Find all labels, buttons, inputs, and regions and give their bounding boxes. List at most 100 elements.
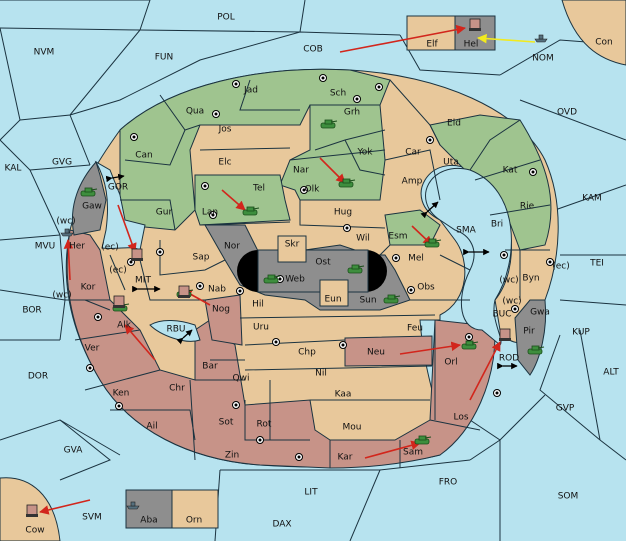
region-rose-southwest bbox=[66, 229, 331, 469]
label-sun: Sun bbox=[359, 296, 376, 306]
label-alt: ALT bbox=[603, 368, 619, 378]
unit-box-icon[interactable] bbox=[131, 248, 143, 261]
label-grh: Grh bbox=[344, 108, 360, 118]
label-sap: Sap bbox=[193, 253, 210, 263]
army-unit-icon[interactable] bbox=[80, 187, 98, 197]
supply-center-dot bbox=[203, 184, 207, 188]
supply-centers bbox=[86, 74, 554, 461]
label-eun: Eun bbox=[324, 295, 341, 305]
label-rot: Rot bbox=[257, 420, 272, 430]
label-bar: Bar bbox=[202, 362, 218, 372]
supply-center-dot bbox=[88, 366, 92, 370]
order-arrow bbox=[63, 239, 74, 281]
supply-center-dot bbox=[321, 76, 325, 80]
label-hel: Hel bbox=[464, 40, 479, 50]
supply-center-dot bbox=[211, 213, 215, 217]
unit-box-icon[interactable] bbox=[499, 328, 511, 341]
order-arrow bbox=[221, 189, 246, 211]
label-alk: Alk bbox=[117, 321, 132, 331]
label-kam: KAM bbox=[582, 194, 602, 204]
label-pir: Pir bbox=[523, 327, 535, 337]
label-dax: DAX bbox=[272, 520, 291, 530]
region-rose-neu bbox=[344, 335, 433, 367]
label-ver: Ver bbox=[85, 344, 100, 354]
supply-center-dot bbox=[214, 112, 218, 116]
unit-box-icon[interactable] bbox=[26, 504, 38, 517]
label-ost: Ost bbox=[315, 258, 331, 268]
order-arrow bbox=[399, 341, 461, 355]
order-arrow bbox=[39, 499, 91, 515]
unit-box-icon[interactable] bbox=[178, 285, 190, 298]
coast-label: (wc) bbox=[52, 291, 71, 301]
province-labels: POL NVM FUN COB Elf Hel NOM Con OVD KAL … bbox=[5, 13, 620, 536]
coast-label: (wc) bbox=[499, 276, 518, 286]
supply-center-dot bbox=[394, 256, 398, 260]
unit-box-icon[interactable] bbox=[469, 18, 481, 31]
label-gur: Gur bbox=[156, 208, 173, 218]
army-unit-icon[interactable] bbox=[424, 238, 442, 248]
province-orn[interactable] bbox=[171, 489, 219, 529]
army-unit-icon[interactable] bbox=[383, 294, 401, 304]
supply-center-dot bbox=[274, 340, 278, 344]
label-ovd: OVD bbox=[557, 108, 577, 118]
supply-center-dot bbox=[428, 138, 432, 142]
coast-label: (ec) bbox=[109, 266, 127, 276]
coast-label: (ec) bbox=[101, 243, 119, 253]
army-unit-icon[interactable] bbox=[320, 119, 338, 129]
unit-box-icon[interactable] bbox=[113, 295, 125, 308]
order-arrow bbox=[339, 24, 466, 53]
label-cow: Cow bbox=[25, 526, 44, 536]
label-lit: LIT bbox=[304, 488, 318, 498]
label-kor: Kor bbox=[81, 283, 96, 293]
fleet-unit-icon[interactable] bbox=[534, 34, 548, 43]
province-eun[interactable] bbox=[319, 279, 349, 307]
army-unit-icon[interactable] bbox=[338, 178, 356, 188]
army-unit-icon[interactable] bbox=[347, 264, 365, 274]
region-rose-nog bbox=[204, 294, 243, 346]
label-mel: Mel bbox=[408, 254, 424, 264]
label-kup: KUP bbox=[572, 328, 590, 338]
army-unit-icon[interactable] bbox=[414, 435, 432, 445]
army-unit-icon[interactable] bbox=[242, 206, 260, 216]
label-orl: Orl bbox=[444, 358, 457, 368]
army-unit-icon[interactable] bbox=[461, 340, 479, 350]
supply-center-dot bbox=[234, 403, 238, 407]
label-sam: Sam bbox=[403, 448, 423, 458]
supply-center-dot bbox=[158, 250, 162, 254]
label-gor: GOR bbox=[108, 183, 128, 193]
label-kaa: Kaa bbox=[335, 390, 352, 400]
label-wil: Wil bbox=[356, 234, 370, 244]
army-unit-icon[interactable] bbox=[263, 274, 281, 284]
label-web: Web bbox=[285, 275, 305, 285]
province-boundaries bbox=[65, 79, 551, 468]
label-amp: Amp bbox=[402, 177, 423, 187]
label-sch: Sch bbox=[330, 89, 346, 99]
label-orn: Orn bbox=[186, 516, 202, 526]
units bbox=[26, 18, 548, 517]
province-gwa[interactable] bbox=[514, 299, 547, 376]
label-elc: Elc bbox=[218, 158, 231, 168]
strait-arrows bbox=[105, 173, 518, 370]
province-skr[interactable] bbox=[277, 235, 307, 263]
label-obs: Obs bbox=[417, 283, 435, 293]
label-olk: Olk bbox=[305, 185, 321, 195]
label-kar: Kar bbox=[338, 453, 353, 463]
supply-center-dot bbox=[238, 289, 242, 293]
coast-label: (ec) bbox=[552, 262, 570, 272]
label-chr: Chr bbox=[169, 384, 185, 394]
label-som: SOM bbox=[558, 492, 579, 502]
region-green-lan bbox=[194, 174, 291, 226]
fleet-unit-icon[interactable] bbox=[60, 228, 74, 237]
label-nor: Nor bbox=[224, 242, 240, 252]
label-ail: Ail bbox=[146, 422, 157, 432]
army-unit-icon[interactable] bbox=[527, 345, 545, 355]
label-gva: GVA bbox=[64, 446, 84, 456]
coast-label: (wc) bbox=[502, 297, 521, 307]
label-her: Her bbox=[69, 242, 85, 252]
province-gaw[interactable] bbox=[71, 161, 107, 236]
label-jos: Jos bbox=[218, 125, 232, 135]
fleet-unit-icon[interactable] bbox=[126, 501, 140, 510]
label-mit: MIT bbox=[135, 276, 151, 286]
label-gwa: Gwa bbox=[530, 308, 550, 318]
